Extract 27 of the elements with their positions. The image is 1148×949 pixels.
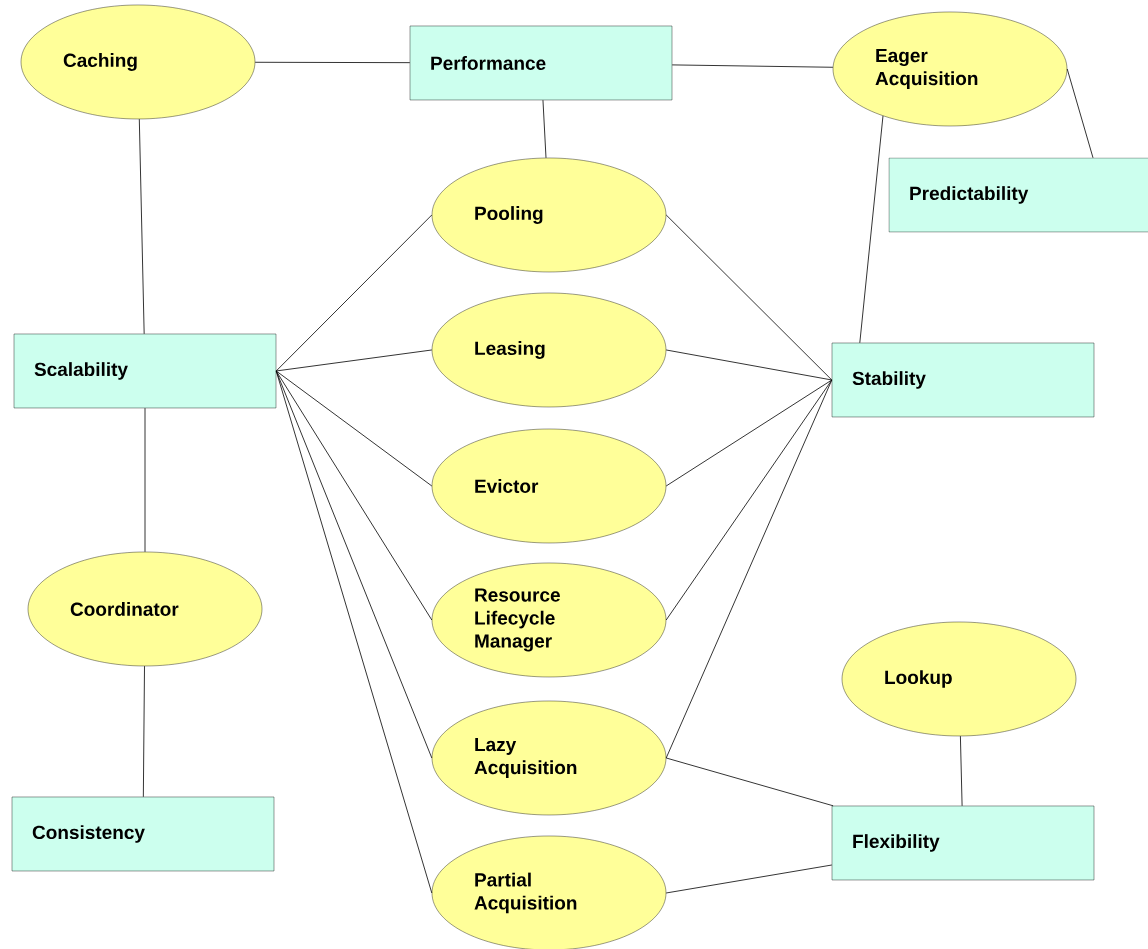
connector-line [275, 370, 433, 894]
connector-line [665, 379, 833, 621]
connector-line [665, 864, 833, 894]
connector-line [275, 349, 433, 372]
connector-line [1066, 68, 1094, 159]
quality-box: Predictability [888, 157, 1148, 233]
connector-line [665, 379, 833, 487]
quality-box: Flexibility [831, 805, 1095, 881]
connector-line [665, 214, 833, 381]
connector-line [275, 370, 433, 621]
connector-line [859, 115, 884, 344]
connector-line [275, 214, 433, 372]
quality-box: Scalability [13, 333, 277, 409]
quality-box: Consistency [11, 796, 275, 872]
connector-line [542, 99, 547, 159]
quality-box: Performance [409, 25, 673, 101]
connector-line [254, 61, 411, 64]
connector-line [144, 407, 146, 553]
connector-line [671, 64, 834, 68]
connector-line [142, 665, 145, 798]
connector-line [275, 370, 433, 487]
connector-line [960, 735, 963, 807]
quality-box: Stability [831, 342, 1095, 418]
connector-line [665, 379, 833, 759]
connector-line [138, 118, 145, 335]
connector-line [665, 757, 834, 807]
connector-line [665, 349, 833, 381]
